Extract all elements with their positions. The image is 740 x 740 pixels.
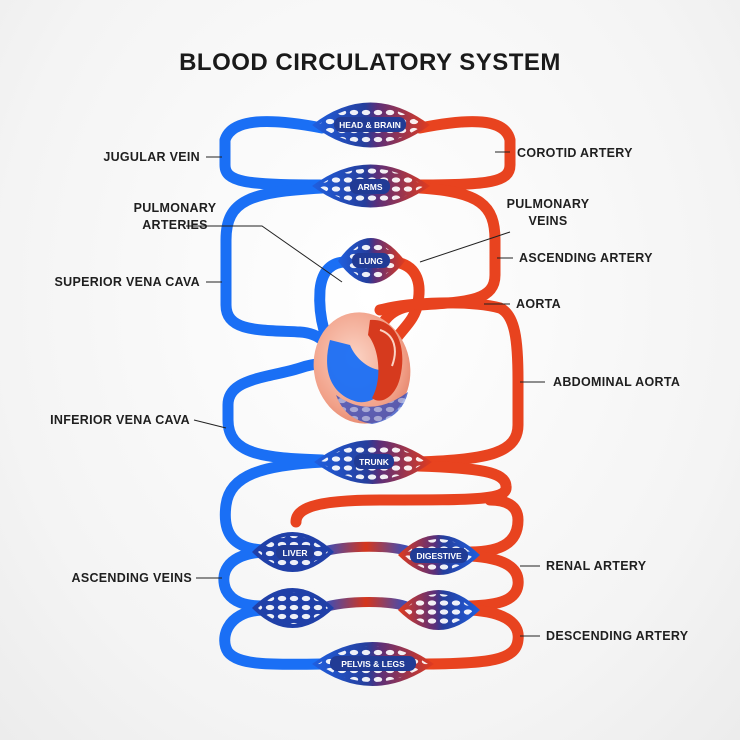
label-descending-artery: DESCENDING ARTERY	[546, 629, 689, 643]
organ-label-lung: LUNG	[359, 256, 383, 266]
label-jugular-vein: JUGULAR VEIN	[103, 150, 200, 164]
kidney-right-capillary	[398, 590, 480, 630]
liver-vein-vessel	[219, 456, 330, 556]
jugular-vein-vessel	[219, 116, 328, 191]
label-pulmonary-arteries-line2: ARTERIES	[142, 218, 208, 232]
liver-capillary: LIVER	[252, 532, 334, 572]
corotid-artery-vessel	[414, 116, 516, 191]
renal-artery-vessel	[464, 494, 524, 558]
superior-vena-cava-vessel	[220, 182, 344, 368]
head-brain-capillary: HEAD & BRAIN	[312, 102, 430, 148]
descending-artery-vessel	[414, 604, 524, 670]
kidney-left-capillary	[252, 588, 334, 628]
portal-vein-bridge	[317, 541, 415, 557]
trunk-capillary: TRUNK	[314, 440, 432, 484]
label-pulmonary-arteries-line1: PULMONARY	[134, 201, 217, 215]
label-inferior-vena-cava: INFERIOR VENA CAVA	[50, 413, 190, 427]
label-pulmonary-veins-line1: PULMONARY	[507, 197, 590, 211]
digestive-capillary: DIGESTIVE	[398, 535, 480, 575]
organ-label-digestive: DIGESTIVE	[416, 551, 462, 561]
label-renal-artery: RENAL ARTERY	[546, 559, 647, 573]
label-abdominal-aorta: ABDOMINAL AORTA	[553, 375, 680, 389]
diagram-title: BLOOD CIRCULATORY SYSTEM	[179, 49, 561, 76]
label-ascending-artery: ASCENDING ARTERY	[519, 251, 653, 265]
arms-capillary: ARMS	[312, 164, 430, 208]
label-superior-vena-cava: SUPERIOR VENA CAVA	[55, 275, 200, 289]
organ-label-arms: ARMS	[357, 182, 382, 192]
label-ascending-veins: ASCENDING VEINS	[72, 571, 193, 585]
kidney-bridge	[317, 597, 415, 613]
ascending-vein-lower	[219, 604, 328, 670]
organ-label-head-brain: HEAD & BRAIN	[339, 120, 401, 130]
label-aorta: AORTA	[516, 297, 561, 311]
artery-network	[290, 116, 524, 670]
label-pulmonary-veins-line2: VEINS	[528, 214, 567, 228]
ascending-vein-upper	[218, 546, 268, 612]
pelvis-legs-capillary: PELVIS & LEGS	[312, 642, 434, 686]
organ-label-liver: LIVER	[282, 548, 307, 558]
abdominal-aorta-vessel	[374, 297, 524, 468]
organ-label-trunk: TRUNK	[359, 457, 390, 467]
label-corotid-artery: COROTID ARTERY	[517, 146, 633, 160]
organ-label-pelvis-legs: PELVIS & LEGS	[341, 659, 405, 669]
leader-lines	[186, 151, 545, 637]
heart	[313, 312, 411, 424]
renal-artery-lower	[464, 550, 524, 612]
lung-capillary: LUNG	[338, 238, 405, 284]
